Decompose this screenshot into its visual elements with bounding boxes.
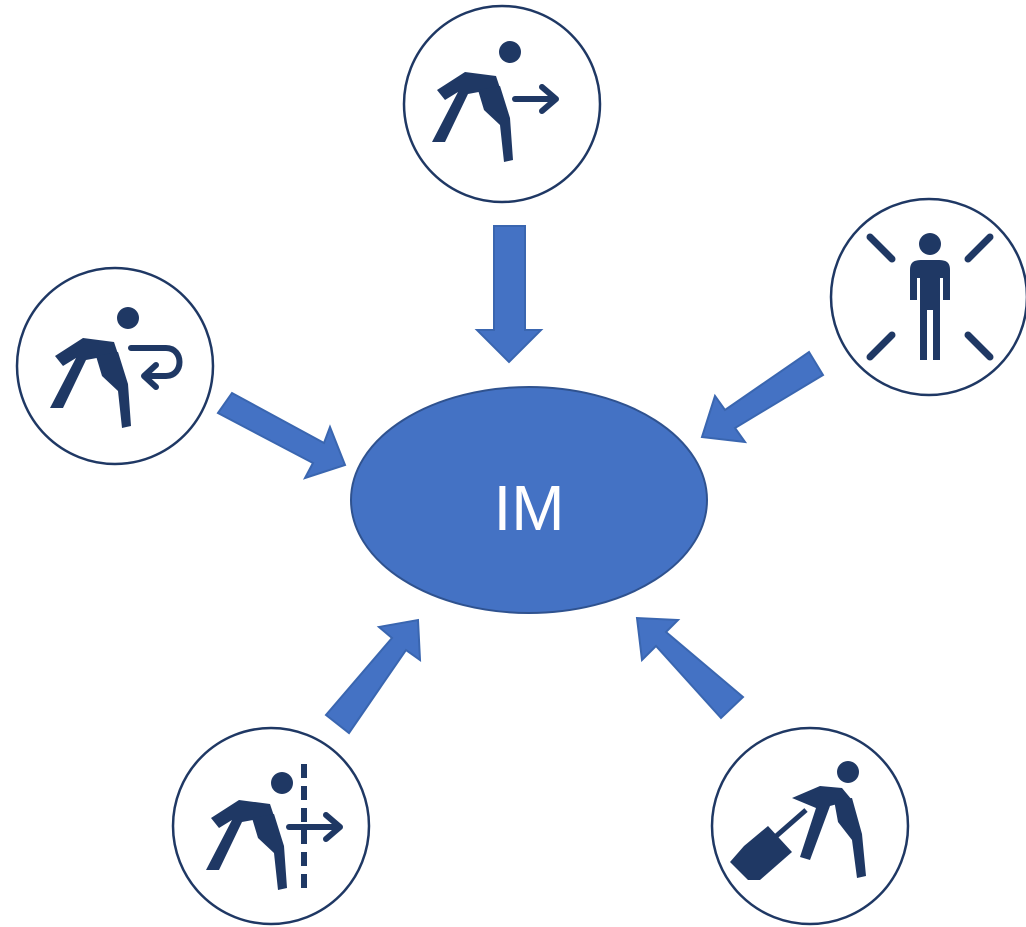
arrow-left (216, 391, 347, 480)
center-node: IM (350, 386, 708, 614)
person-walking-arrow-right-icon (432, 41, 559, 162)
arrow-bottom-left-shape (324, 618, 422, 735)
arrow-right-shape (700, 350, 825, 444)
arrow-right (700, 350, 825, 444)
node-left (15, 266, 215, 466)
center-ellipse (350, 386, 708, 614)
arrow-top-shape (474, 225, 544, 364)
person-standing-radiating-icon (866, 233, 994, 361)
person-walking-through-boundary-icon (206, 764, 343, 892)
person-pulling-luggage-icon (730, 761, 866, 880)
node-top (402, 4, 602, 204)
arrow-top (474, 225, 544, 364)
node-bottom-right (710, 726, 910, 926)
node-bottom-left (171, 726, 371, 926)
center-label: IM (493, 472, 564, 544)
arrow-left-shape (216, 391, 347, 480)
node-right (829, 197, 1026, 397)
person-walking-loop-back-icon (50, 307, 183, 428)
arrow-bottom-right-shape (635, 616, 745, 720)
arrow-bottom-right (635, 616, 745, 720)
node-bottom-right-circle (710, 726, 910, 926)
arrow-bottom-left (324, 618, 422, 735)
